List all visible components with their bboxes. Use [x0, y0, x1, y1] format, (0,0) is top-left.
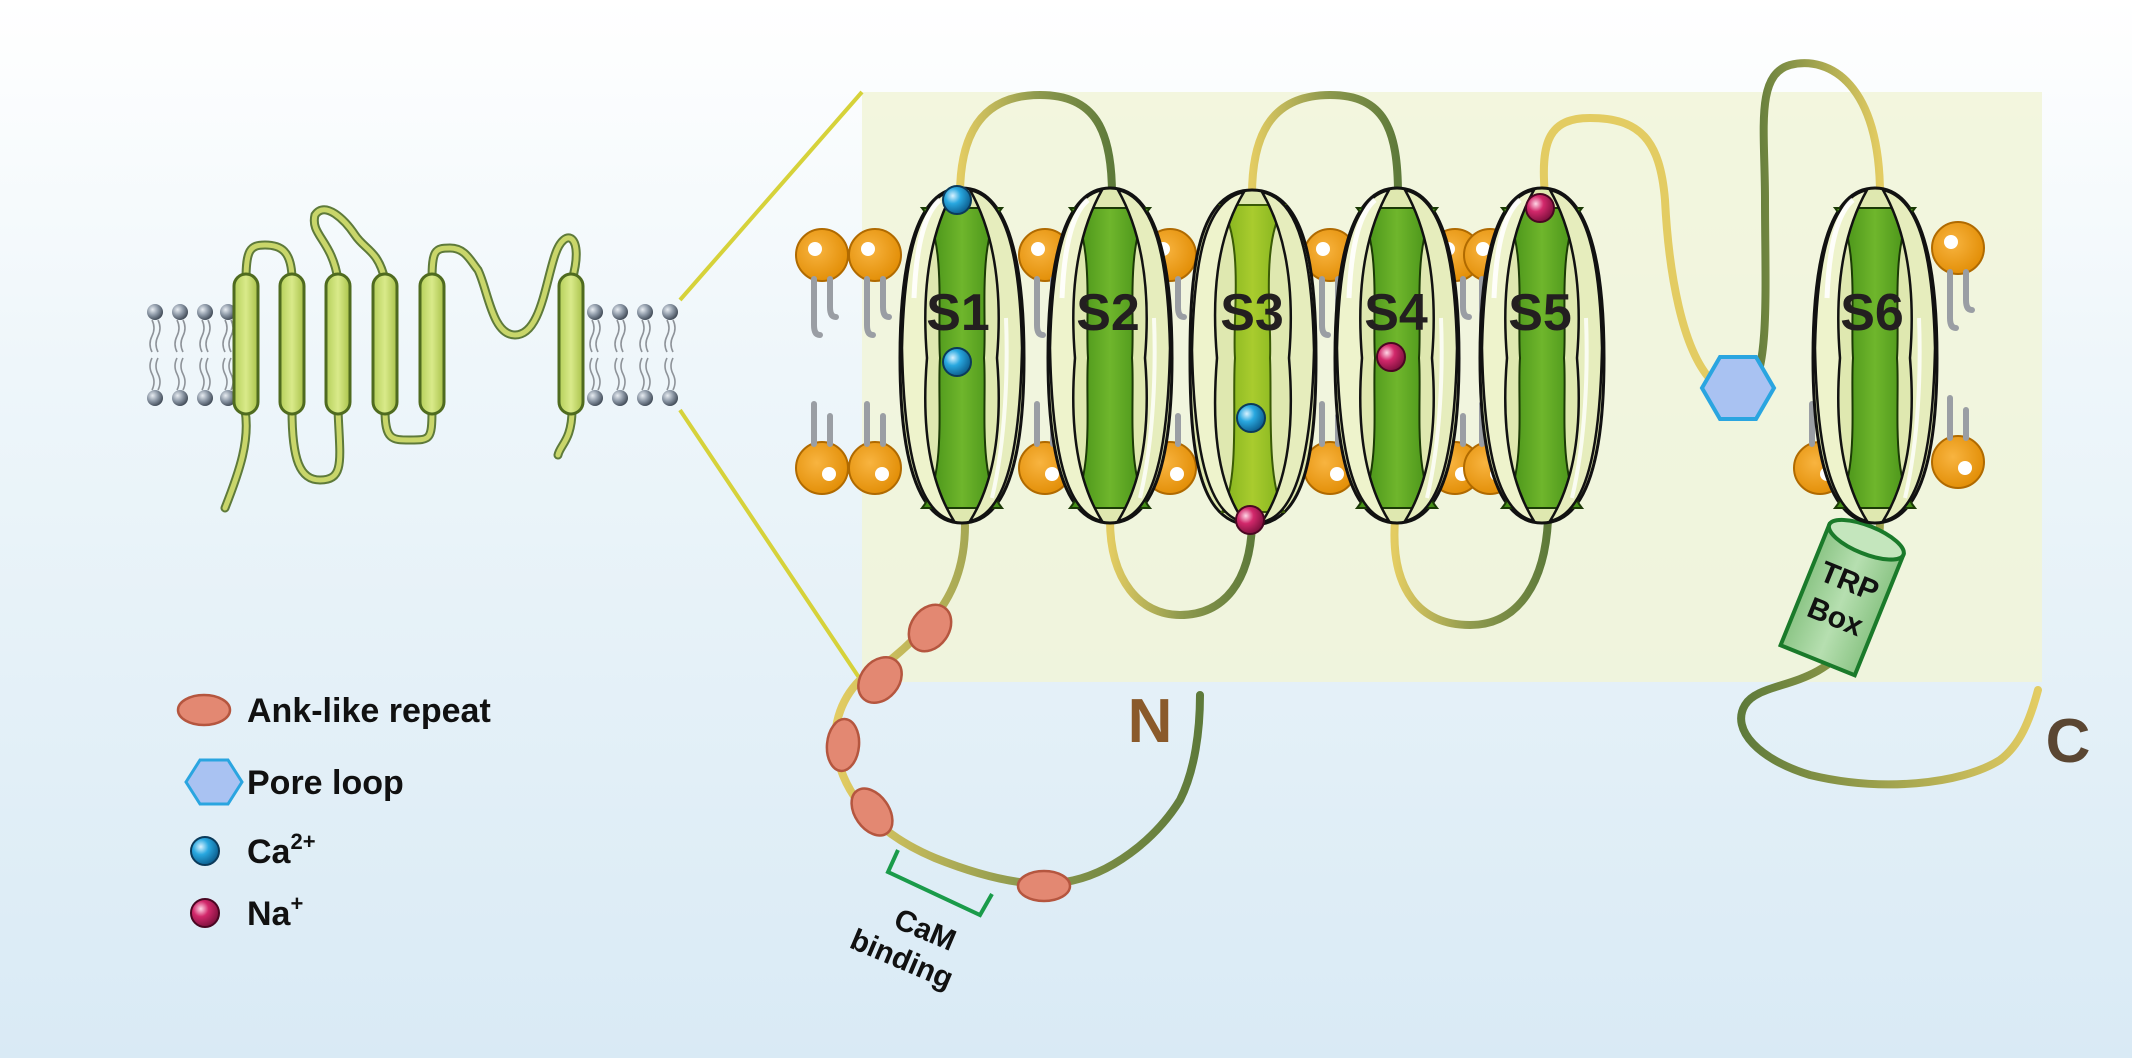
segment-label-s6: S6: [1840, 284, 1904, 342]
sodium-ions: [1235, 193, 1555, 535]
na-ion: [1376, 342, 1406, 372]
na-ion: [1235, 505, 1265, 535]
legend-pore-label: Pore loop: [247, 764, 404, 802]
legend-ca-swatch: [190, 836, 220, 866]
n-terminus-label: N: [1128, 687, 1173, 756]
segment-label-s4: S4: [1364, 284, 1428, 342]
helix-s2: [1048, 188, 1172, 523]
legend-ank: Ank-like repeat: [176, 692, 491, 730]
trp-box: TRP Box: [1777, 517, 1907, 678]
pore-loop-hexagon: [1699, 355, 1777, 421]
small-helix-6: [557, 272, 585, 416]
segment-label-s2: S2: [1076, 284, 1140, 342]
legend-pore-swatch: [184, 758, 244, 806]
cam-binding-bracket: [885, 849, 994, 918]
ca-ion: [1236, 403, 1266, 433]
legend-ca-label: Ca2+: [247, 829, 316, 871]
legend-ank-swatch: [176, 693, 232, 727]
segment-label-s5: S5: [1508, 284, 1572, 342]
legend-pore: Pore loop: [184, 758, 404, 806]
legend-na-label: Na+: [247, 891, 303, 933]
ank-repeat: [857, 656, 903, 704]
na-ion: [1525, 193, 1555, 223]
legend-na: Na+: [190, 891, 303, 933]
small-helix-5: [418, 272, 446, 416]
small-helix-2: [278, 272, 306, 416]
legend: Ank-like repeat Pore loop Ca2+ Na+: [176, 692, 491, 933]
legend-ca: Ca2+: [190, 829, 316, 871]
segment-label-s1: S1: [926, 284, 990, 342]
ank-repeat: [907, 603, 953, 653]
small-helix-4: [371, 272, 399, 416]
helix-s6: [1813, 188, 1937, 523]
ca-ion: [942, 185, 972, 215]
legend-ank-label: Ank-like repeat: [247, 692, 491, 730]
small-helix-3: [324, 272, 352, 416]
segment-label-s3: S3: [1220, 284, 1284, 342]
ank-repeat: [1016, 869, 1072, 903]
helix-s5: [1480, 188, 1604, 523]
legend-na-swatch: [190, 898, 220, 928]
calcium-ions: [942, 185, 1266, 433]
ca-ion: [942, 347, 972, 377]
ank-repeat: [825, 717, 861, 773]
overview-topology: [146, 205, 679, 513]
ank-repeat: [850, 787, 894, 837]
c-terminus-label: C: [2046, 707, 2091, 776]
small-helix-1: [232, 272, 260, 416]
ank-repeats: [825, 603, 1072, 903]
helix-s3: [1188, 188, 1318, 527]
